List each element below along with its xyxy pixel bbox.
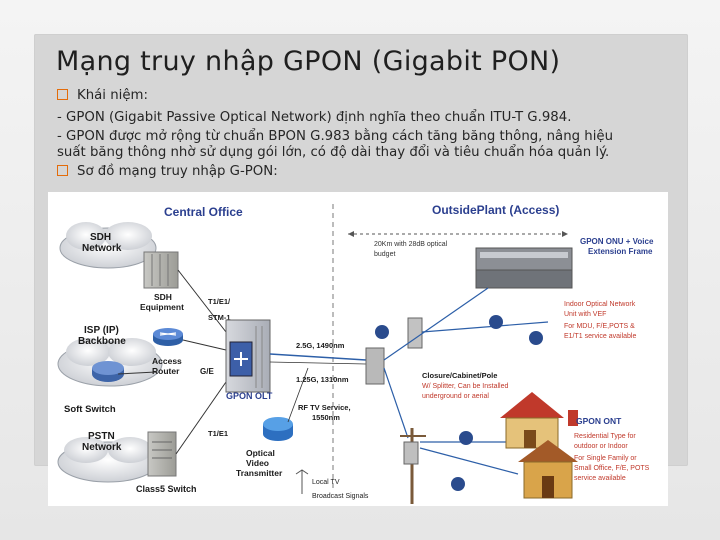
isp-backbone-cloud: ISP (IP) Backbone <box>57 325 163 387</box>
budget-label-2: budget <box>374 251 395 258</box>
soft-switch-node-icon <box>92 361 124 382</box>
extension-line-2: suất băng thông nhờ sử dụng gói lớn, có … <box>57 145 610 160</box>
svg-text:Indoor Optical Network: Indoor Optical Network <box>564 301 636 308</box>
ge-link-label: G/E <box>200 367 214 376</box>
slide-title: Mạng truy nhập GPON (Gigabit PON) <box>56 46 561 77</box>
gpon-olt-icon <box>225 319 271 393</box>
splitter-cabinet-icon <box>365 317 423 385</box>
t1e1-stm-label-1: T1/E1/ <box>208 297 231 306</box>
utility-pole-icon <box>400 428 426 504</box>
closure-title: Closure/Cabinet/Pole <box>422 371 497 380</box>
upstream-label: 1.25G, 1310nm <box>296 375 349 384</box>
budget-label-1: 20Km with 28dB optical <box>374 241 448 248</box>
central-office-heading: Central Office <box>164 205 243 219</box>
downstream-label: 2.5G, 1490nm <box>296 341 345 350</box>
drop-fibre-onu <box>383 287 489 361</box>
olt-label: GPON OLT <box>226 391 273 401</box>
optical-signal-icon <box>375 315 543 491</box>
pstn-network-cloud: PSTN Network <box>57 431 159 483</box>
svg-text:PSTN: PSTN <box>88 431 115 442</box>
svg-text:ISP (IP): ISP (IP) <box>84 325 119 336</box>
small-office-house-icon <box>518 440 578 499</box>
svg-text:Transmitter: Transmitter <box>236 468 283 478</box>
checkbox-bullet-icon <box>57 165 68 176</box>
bullet-text: Khái niệm: <box>77 88 148 103</box>
definition-line: - GPON (Gigabit Passive Optical Network)… <box>57 110 572 125</box>
svg-text:Optical: Optical <box>246 448 275 458</box>
svg-text:Video: Video <box>246 458 269 468</box>
sdh-equipment-rack-icon <box>143 251 179 289</box>
sdh-equipment-label-1: SDH <box>154 292 172 302</box>
soft-switch-label: Soft Switch <box>64 404 116 415</box>
residential-house-icon <box>500 392 564 449</box>
svg-text:For Single Family or: For Single Family or <box>574 455 637 462</box>
outside-plant-heading: OutsidePlant (Access) <box>432 203 559 217</box>
t1e1-stm-label-2: STM-1 <box>208 313 231 322</box>
drop-fibre-pole <box>383 367 409 439</box>
local-tv-label: Local TV <box>312 479 340 486</box>
svg-text:Network: Network <box>82 442 122 453</box>
bullet-text: Sơ đồ mạng truy nhập G-PON: <box>77 164 278 179</box>
checkbox-bullet-icon <box>57 89 68 100</box>
rf-label-1: RF TV Service, <box>298 403 351 412</box>
class5-label: Class5 Switch <box>136 484 197 494</box>
class5-switch-icon <box>147 431 177 477</box>
svg-text:Router: Router <box>152 366 180 376</box>
svg-text:Unit with VEF: Unit with VEF <box>564 311 606 318</box>
extension-line-1: - GPON được mở rộng từ chuẩn BPON G.983 … <box>57 129 614 144</box>
diagram-svg: Central Office OutsidePlant (Access) SDH… <box>57 203 654 504</box>
svg-text:E1/T1 service available: E1/T1 service available <box>564 333 636 340</box>
svg-text:Backbone: Backbone <box>78 336 126 347</box>
t1e1-label: T1/E1 <box>208 429 228 438</box>
bullet-concept: Khái niệm: <box>57 88 148 103</box>
sdh-network-cloud: SDH Network <box>59 222 157 269</box>
svg-text:W/ Splitter, Can be Installed: W/ Splitter, Can be Installed <box>422 383 508 390</box>
feeder-fibre <box>269 353 367 361</box>
svg-text:For MDU, F/E,POTS &: For MDU, F/E,POTS & <box>564 323 635 330</box>
svg-text:underground or aerial: underground or aerial <box>422 393 489 400</box>
svg-text:service available: service available <box>574 475 626 482</box>
svg-text:Network: Network <box>82 243 122 254</box>
svg-text:Access: Access <box>152 356 182 366</box>
onu-title-2: Extension Frame <box>588 247 653 256</box>
onu-title-1: GPON ONU + Voice <box>580 237 654 246</box>
antenna-icon <box>295 469 309 494</box>
svg-text:SDH: SDH <box>90 232 111 243</box>
optical-video-transmitter-icon <box>263 417 293 441</box>
svg-text:Small Office, F/E, POTS: Small Office, F/E, POTS <box>574 465 650 472</box>
access-router-icon <box>153 328 183 346</box>
ont-title: GPON ONT <box>576 416 622 426</box>
sdh-equipment-label-2: Equipment <box>140 302 184 312</box>
rf-label-2: 1550nm <box>312 413 340 422</box>
bullet-diagram: Sơ đồ mạng truy nhập G-PON: <box>57 164 278 179</box>
gpon-onu-frame-icon <box>475 247 573 289</box>
svg-text:outdoor or Indoor: outdoor or Indoor <box>574 443 628 450</box>
svg-text:Residential Type for: Residential Type for <box>574 433 636 440</box>
broadcast-label: Broadcast Signals <box>312 493 369 500</box>
ont-box-icon <box>568 410 578 426</box>
gpon-network-diagram: Central Office OutsidePlant (Access) SDH… <box>48 192 668 506</box>
